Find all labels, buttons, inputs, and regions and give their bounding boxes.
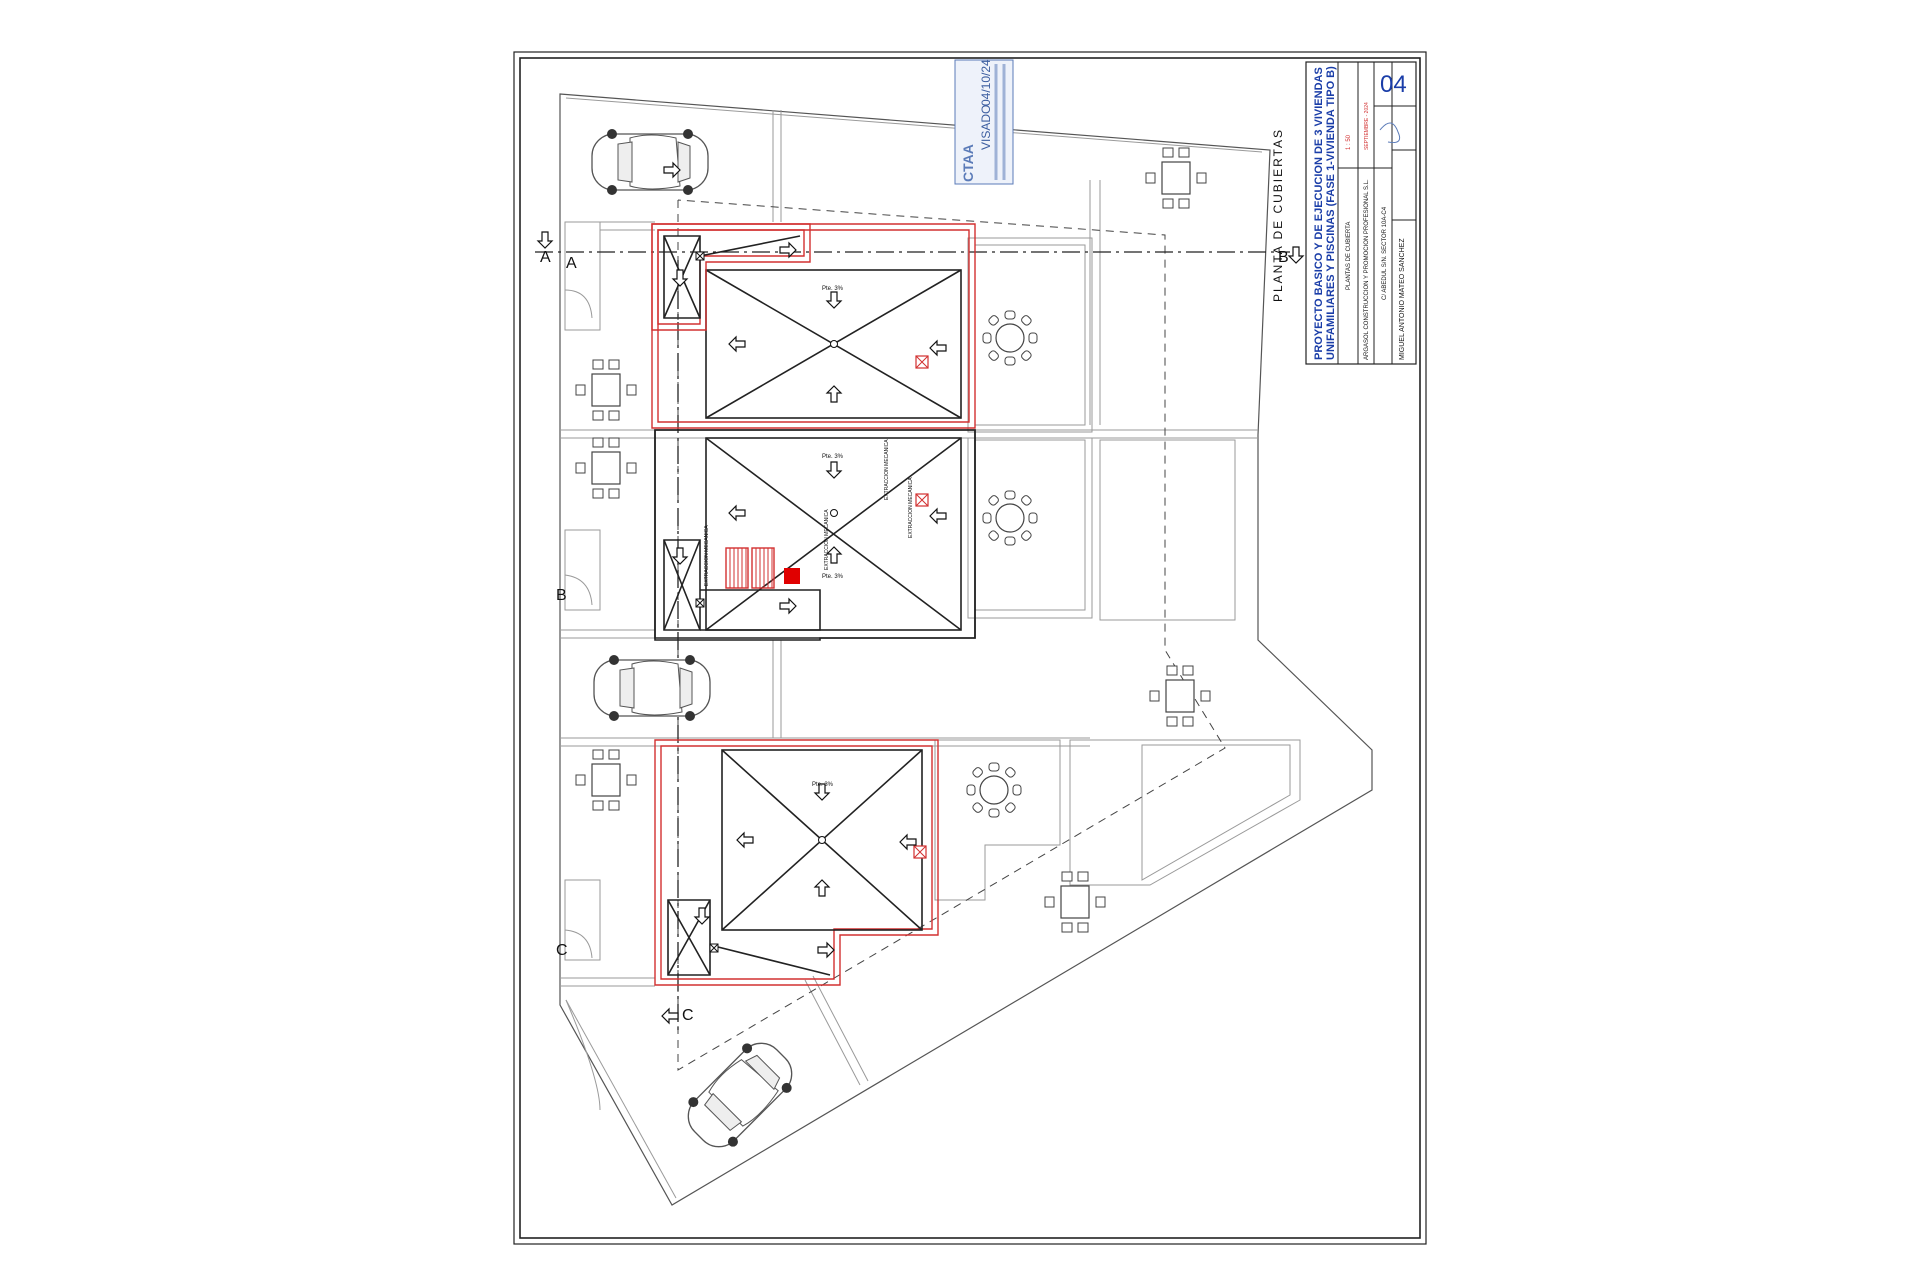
- svg-text:VISADO: VISADO: [979, 105, 993, 150]
- table-bottom: [1044, 871, 1106, 933]
- svg-text:PROYECTO BASICO Y DE EJECUCION: PROYECTO BASICO Y DE EJECUCION DE 3 VIVI…: [1313, 67, 1325, 360]
- title-block: PROYECTO BASICO Y DE EJECUCION DE 3 VIVI…: [1305, 61, 1417, 365]
- svg-text:EXTRACCION MECANICA: EXTRACCION MECANICA: [704, 525, 710, 586]
- svg-text:C/ ABEDUL S/N. SECTOR 10A-C4: C/ ABEDUL S/N. SECTOR 10A-C4: [1382, 206, 1388, 300]
- car-middle: [593, 654, 711, 722]
- extractor-labels: EXTRACCION MECANICA EXTRACCION MECANICA …: [704, 439, 914, 586]
- table-round-1: [982, 310, 1038, 366]
- sheet-outer-frame: [513, 51, 1427, 1245]
- table-top-right: [1145, 147, 1207, 209]
- svg-text:Pte. 3%: Pte. 3%: [822, 454, 844, 460]
- svg-text:EXTRACCION MECANICA: EXTRACCION MECANICA: [884, 439, 890, 500]
- dashed-limit-line: [677, 199, 1226, 1071]
- svg-text:CTAA: CTAA: [960, 144, 976, 182]
- section-marker-b: B B: [556, 246, 1304, 604]
- table-left-1: [575, 359, 637, 421]
- house-2-roof: [654, 429, 976, 641]
- sheet-number: 04: [1380, 71, 1407, 98]
- svg-text:04/10/24: 04/10/24: [979, 59, 993, 106]
- svg-text:C: C: [556, 942, 568, 959]
- house-1-roof: [651, 223, 976, 429]
- svg-text:MIGUEL ANTONIO MATEO SANCHEZ: MIGUEL ANTONIO MATEO SANCHEZ: [1399, 238, 1406, 360]
- slope-labels: Pte. 3% Pte. 3% Pte. 3% Pte. 3%: [812, 286, 844, 788]
- plot-boundary: [559, 93, 1373, 1206]
- section-marker-c: C C: [556, 162, 694, 1024]
- svg-text:Pte. 3%: Pte. 3%: [822, 286, 844, 292]
- table-mid-right: [1149, 665, 1211, 727]
- svg-text:UNIFAMILIARES Y PISCINAS (FASE: UNIFAMILIARES Y PISCINAS (FASE 1-VIVIEND…: [1325, 66, 1337, 360]
- svg-text:A: A: [566, 255, 577, 272]
- svg-text:A: A: [540, 249, 551, 266]
- svg-text:EXTRACCION MECANICA: EXTRACCION MECANICA: [824, 509, 830, 570]
- svg-text:B: B: [556, 587, 567, 604]
- svg-text:1 : 50: 1 : 50: [1346, 134, 1352, 150]
- svg-text:SEPTIEMBRE - 2024: SEPTIEMBRE - 2024: [1364, 102, 1370, 150]
- svg-text:Pte. 3%: Pte. 3%: [812, 782, 834, 788]
- table-round-3: [966, 762, 1022, 818]
- svg-text:EXTRACCION MECANICA: EXTRACCION MECANICA: [908, 477, 914, 538]
- sheet-inner-frame: [519, 57, 1421, 1239]
- svg-text:PLANTAS DE CUBIERTA: PLANTAS DE CUBIERTA: [1346, 222, 1352, 290]
- visado-stamp: CTAA VISADO 04/10/24: [954, 59, 1014, 185]
- svg-text:Pte. 3%: Pte. 3%: [822, 574, 844, 580]
- table-round-2: [982, 490, 1038, 546]
- table-left-2: [575, 437, 637, 499]
- car-top: [591, 128, 709, 196]
- svg-text:B: B: [1278, 249, 1289, 266]
- house-3-roof: [654, 739, 939, 986]
- car-bottom: [675, 1030, 805, 1160]
- table-left-3: [575, 749, 637, 811]
- svg-text:ARGASOL CONSTRUCCION Y PROMOCI: ARGASOL CONSTRUCCION Y PROMOCION PROFESI…: [1364, 179, 1370, 360]
- section-marker-a: A A: [537, 231, 577, 272]
- plan-title: PLANTA DE CUBIERTAS: [1271, 128, 1285, 302]
- svg-text:C: C: [682, 1007, 694, 1024]
